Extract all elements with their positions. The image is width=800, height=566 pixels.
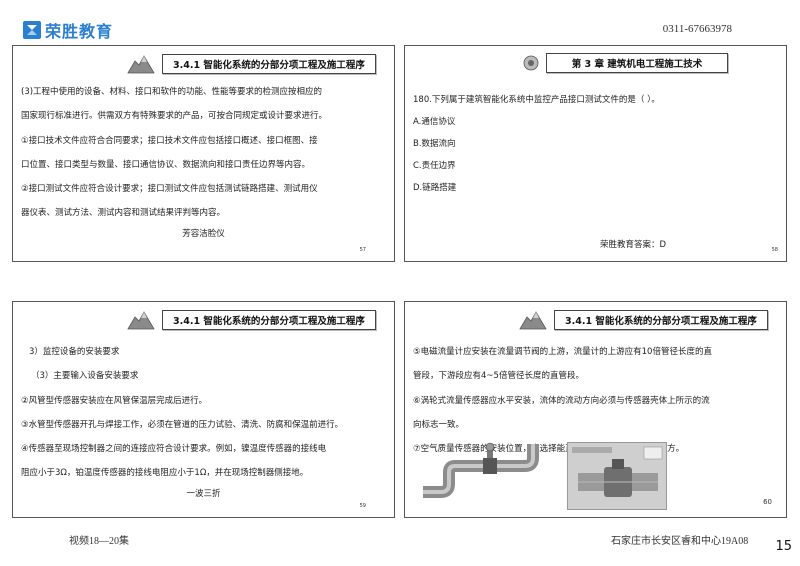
body-line: ⑦空气质量传感器的安装位置，应选择能正确反映空气质量状况的地方。 xyxy=(413,444,685,455)
body-line: ②接口测试文件应符合设计要求；接口测试文件应包括测试链路搭建、测试用仪 xyxy=(21,184,318,195)
slide-title-bar: 3.4.1 智能化系统的分部分项工程及施工程序 xyxy=(127,53,376,75)
body-line: （3）主要输入设备安装要求 xyxy=(31,371,139,382)
slide-title: 3.4.1 智能化系统的分部分项工程及施工程序 xyxy=(162,310,376,330)
mountain-icon xyxy=(127,311,155,330)
mountain-icon xyxy=(127,55,155,74)
page-number: 59 xyxy=(359,503,366,509)
body-line: ①接口技术文件应符合合同要求；接口技术文件应包括接口概述、接口框图、接 xyxy=(21,135,318,146)
body-line: 管段，下游段应有4~5倍管径长度的直管段。 xyxy=(413,371,584,382)
slide-57: 3.4.1 智能化系统的分部分项工程及施工程序 (3)工程中使用的设备、材料、接… xyxy=(12,45,395,262)
body-line: 阻应小于3Ω，铂温度传感器的接线电阻应小于1Ω，并在现场控制器侧接地。 xyxy=(21,468,309,479)
slide-60: 3.4.1 智能化系统的分部分项工程及施工程序 ⑤电磁流量计应安装在流量调节阀的… xyxy=(404,301,787,518)
option-a: A.通信协议 xyxy=(413,117,456,127)
slide-body: ⑤电磁流量计应安装在流量调节阀的上游，流量计的上游应有10倍管径长度的直 管段，… xyxy=(413,346,778,467)
phone-number: 0311-67663978 xyxy=(662,23,732,35)
logo-text: 荣胜教育 xyxy=(45,22,114,41)
slide-59: 3.4.1 智能化系统的分部分项工程及施工程序 3）监控设备的安装要求 （3）主… xyxy=(12,301,395,518)
page-number: 60 xyxy=(763,498,772,506)
slide-title-bar: 3.4.1 智能化系统的分部分项工程及施工程序 xyxy=(127,309,376,331)
body-line: 器仪表、测试方法、测试内容和测试结果评判等内容。 xyxy=(21,208,226,219)
slide-title-bar: 第 3 章 建筑机电工程施工技术 xyxy=(523,53,728,73)
sensor-device-icon xyxy=(568,443,666,509)
sensor-photo xyxy=(567,442,667,510)
slide-title-bar: 3.4.1 智能化系统的分部分项工程及施工程序 xyxy=(519,309,768,331)
logo-mark-icon xyxy=(23,21,41,39)
body-line: ②风管型传感器安装应在风管保温层完成后进行。 xyxy=(21,395,208,406)
flowmeter-pipe-illustration xyxy=(423,442,539,498)
brand-logo: 荣胜教育 xyxy=(22,19,113,41)
slide-title: 3.4.1 智能化系统的分部分项工程及施工程序 xyxy=(554,310,768,330)
slide-body: (3)工程中使用的设备、材料、接口和软件的功能、性能等要求的检测应按相应的 国家… xyxy=(21,86,386,252)
slide-note: 一波三折 xyxy=(186,488,221,499)
footer-address: 石家庄市长安区睿和中心19A08 xyxy=(611,536,749,547)
footer-video-range: 视频18—20集 xyxy=(69,536,129,547)
sheet-number: 15 xyxy=(775,539,792,554)
page-number: 58 xyxy=(771,247,778,253)
body-line: ⑤电磁流量计应安装在流量调节阀的上游，流量计的上游应有10倍管径长度的直 xyxy=(413,347,712,357)
slide-title: 第 3 章 建筑机电工程施工技术 xyxy=(546,53,728,73)
body-line: 3）监控设备的安装要求 xyxy=(29,347,120,357)
body-line: (3)工程中使用的设备、材料、接口和软件的功能、性能等要求的检测应按相应的 xyxy=(21,87,323,97)
page-number: 57 xyxy=(359,247,366,253)
slide-body: 180.下列属于建筑智能化系统中监控产品接口测试文件的是（ ）。 A.通信协议 … xyxy=(413,94,778,204)
slide-58: 第 3 章 建筑机电工程施工技术 180.下列属于建筑智能化系统中监控产品接口测… xyxy=(404,45,787,262)
body-line: 国家现行标准进行。供需双方有特殊要求的产品，可按合同规定或设计要求进行。 xyxy=(21,111,328,122)
circle-badge-icon xyxy=(523,55,539,71)
body-line: ④传感器至现场控制器之间的连接应符合设计要求。例如，镍温度传感器的接线电 xyxy=(21,444,327,455)
slide-note: 芳容洁脸仪 xyxy=(182,228,225,239)
mountain-icon xyxy=(519,311,547,330)
body-line: ③水管型传感器开孔与焊接工作，必须在管道的压力试验、清洗、防腐和保温前进行。 xyxy=(21,419,344,430)
option-d: D.链路搭建 xyxy=(413,183,457,193)
slide-title: 3.4.1 智能化系统的分部分项工程及施工程序 xyxy=(162,54,376,74)
option-b: B.数据流向 xyxy=(413,139,456,149)
question-text: 180.下列属于建筑智能化系统中监控产品接口测试文件的是（ ）。 xyxy=(413,95,660,105)
body-line: ⑥涡轮式流量传感器应水平安装，流体的流动方向必须与传感器壳体上所示的流 xyxy=(413,395,710,406)
slide-body: 3）监控设备的安装要求 （3）主要输入设备安装要求 ②风管型传感器安装应在风管保… xyxy=(21,346,386,512)
answer-text: 荣胜教育答案：D xyxy=(600,240,667,250)
body-line: 向标志一致。 xyxy=(413,419,465,430)
option-c: C.责任边界 xyxy=(413,161,456,171)
body-line: 口位置、接口类型与数量、接口通信协议、数据流向和接口责任边界等内容。 xyxy=(21,159,311,170)
